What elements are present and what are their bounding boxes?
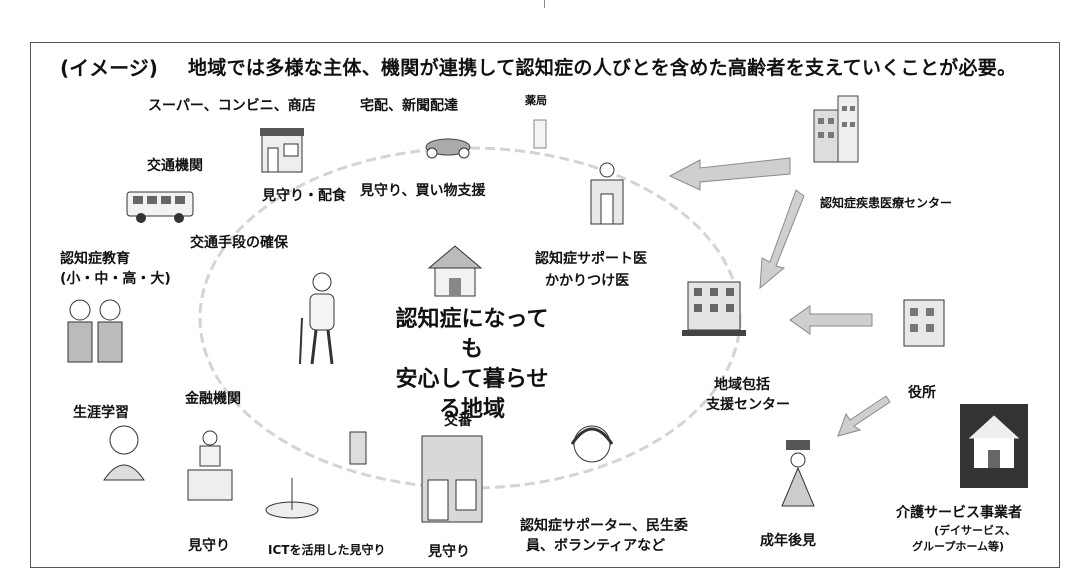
label-transport-org: 交通機関 (147, 158, 203, 174)
label-lifelong-learning: 生涯学習 (73, 405, 129, 421)
ict-devices-icon (265, 431, 367, 519)
label-supermarket: スーパー、コンビニ、商店 (148, 98, 316, 114)
arrow-city-office-to-guardian (837, 395, 891, 437)
label-community-center-2: 支援センター (706, 397, 790, 413)
pharmacy-icon (533, 119, 547, 149)
police-box-icon (421, 435, 483, 523)
bank-clerk-icon (187, 430, 233, 501)
label-care-provider-1: 介護サービス事業者 (896, 505, 1022, 521)
hospital-building-icon (813, 95, 859, 163)
label-watch-shopping: 見守り、買い物支援 (360, 183, 486, 199)
arrow-city-office-to-community-center (789, 305, 873, 335)
elderly-person-icon (299, 272, 335, 365)
label-transport-means: 交通手段の確保 (190, 235, 288, 251)
label-watch-delivery: 見守り・配食 (262, 188, 346, 204)
delivery-scooter-icon (425, 138, 471, 159)
house-icon (427, 245, 483, 297)
label-pharmacy: 薬局 (525, 94, 547, 107)
label-watch-ict: ICTを活用した見守り (268, 543, 386, 557)
supporter-person-icon (570, 425, 614, 463)
label-care-provider-3: グループホーム等) (912, 540, 1005, 553)
label-watch-1: 見守り (188, 538, 230, 554)
label-supporters-2: 員、ボランティアなど (526, 538, 666, 554)
center-line-1: 認知症になっても (395, 307, 549, 362)
students-icon (67, 299, 123, 363)
label-education-1: 認知症教育 (60, 251, 130, 267)
bus-icon (126, 191, 194, 223)
center-message: 認知症になっても 安心して暮らせる地域 (392, 305, 552, 425)
city-office-building-icon (903, 299, 945, 347)
label-city-office: 役所 (908, 385, 936, 401)
elderly-learner-icon (103, 425, 145, 481)
community-center-building-icon (682, 281, 746, 336)
label-police: 交番 (444, 413, 472, 429)
center-line-2: 安心して暮らせる地域 (395, 367, 549, 422)
headline: 地域では多様な主体、機関が連携して認知症の人びとを含めた高齢者を支えていくことが… (188, 57, 1017, 79)
label-support-doctor-1: 認知症サポート医 (535, 251, 647, 267)
label-care-provider-2: (デイサービス、 (934, 524, 1017, 537)
shop-icon (260, 128, 304, 173)
arrow-medical-center-to-community-center (759, 189, 805, 290)
label-finance: 金融機関 (185, 391, 241, 407)
label-medical-center: 認知症疾患医療センター (820, 196, 953, 210)
label-education-2: (小・中・高・大) (60, 271, 171, 287)
guardian-statue-icon (781, 440, 815, 507)
diagram-frame (30, 42, 1060, 568)
label-community-center-1: 地域包括 (714, 377, 770, 393)
care-facility-icon (960, 404, 1028, 488)
doctor-clinic-icon (590, 162, 624, 225)
label-watch-2: 見守り (428, 544, 470, 560)
label-delivery: 宅配、新聞配達 (360, 98, 458, 114)
arrow-medical-center-to-doctor (668, 157, 791, 191)
label-support-doctor-2: かかりつけ医 (545, 273, 630, 289)
label-guardian: 成年後見 (760, 533, 816, 549)
top-tick-mark (544, 0, 545, 8)
label-supporters-1: 認知症サポーター、民生委 (520, 518, 688, 534)
image-label: (イメージ) (60, 56, 158, 80)
